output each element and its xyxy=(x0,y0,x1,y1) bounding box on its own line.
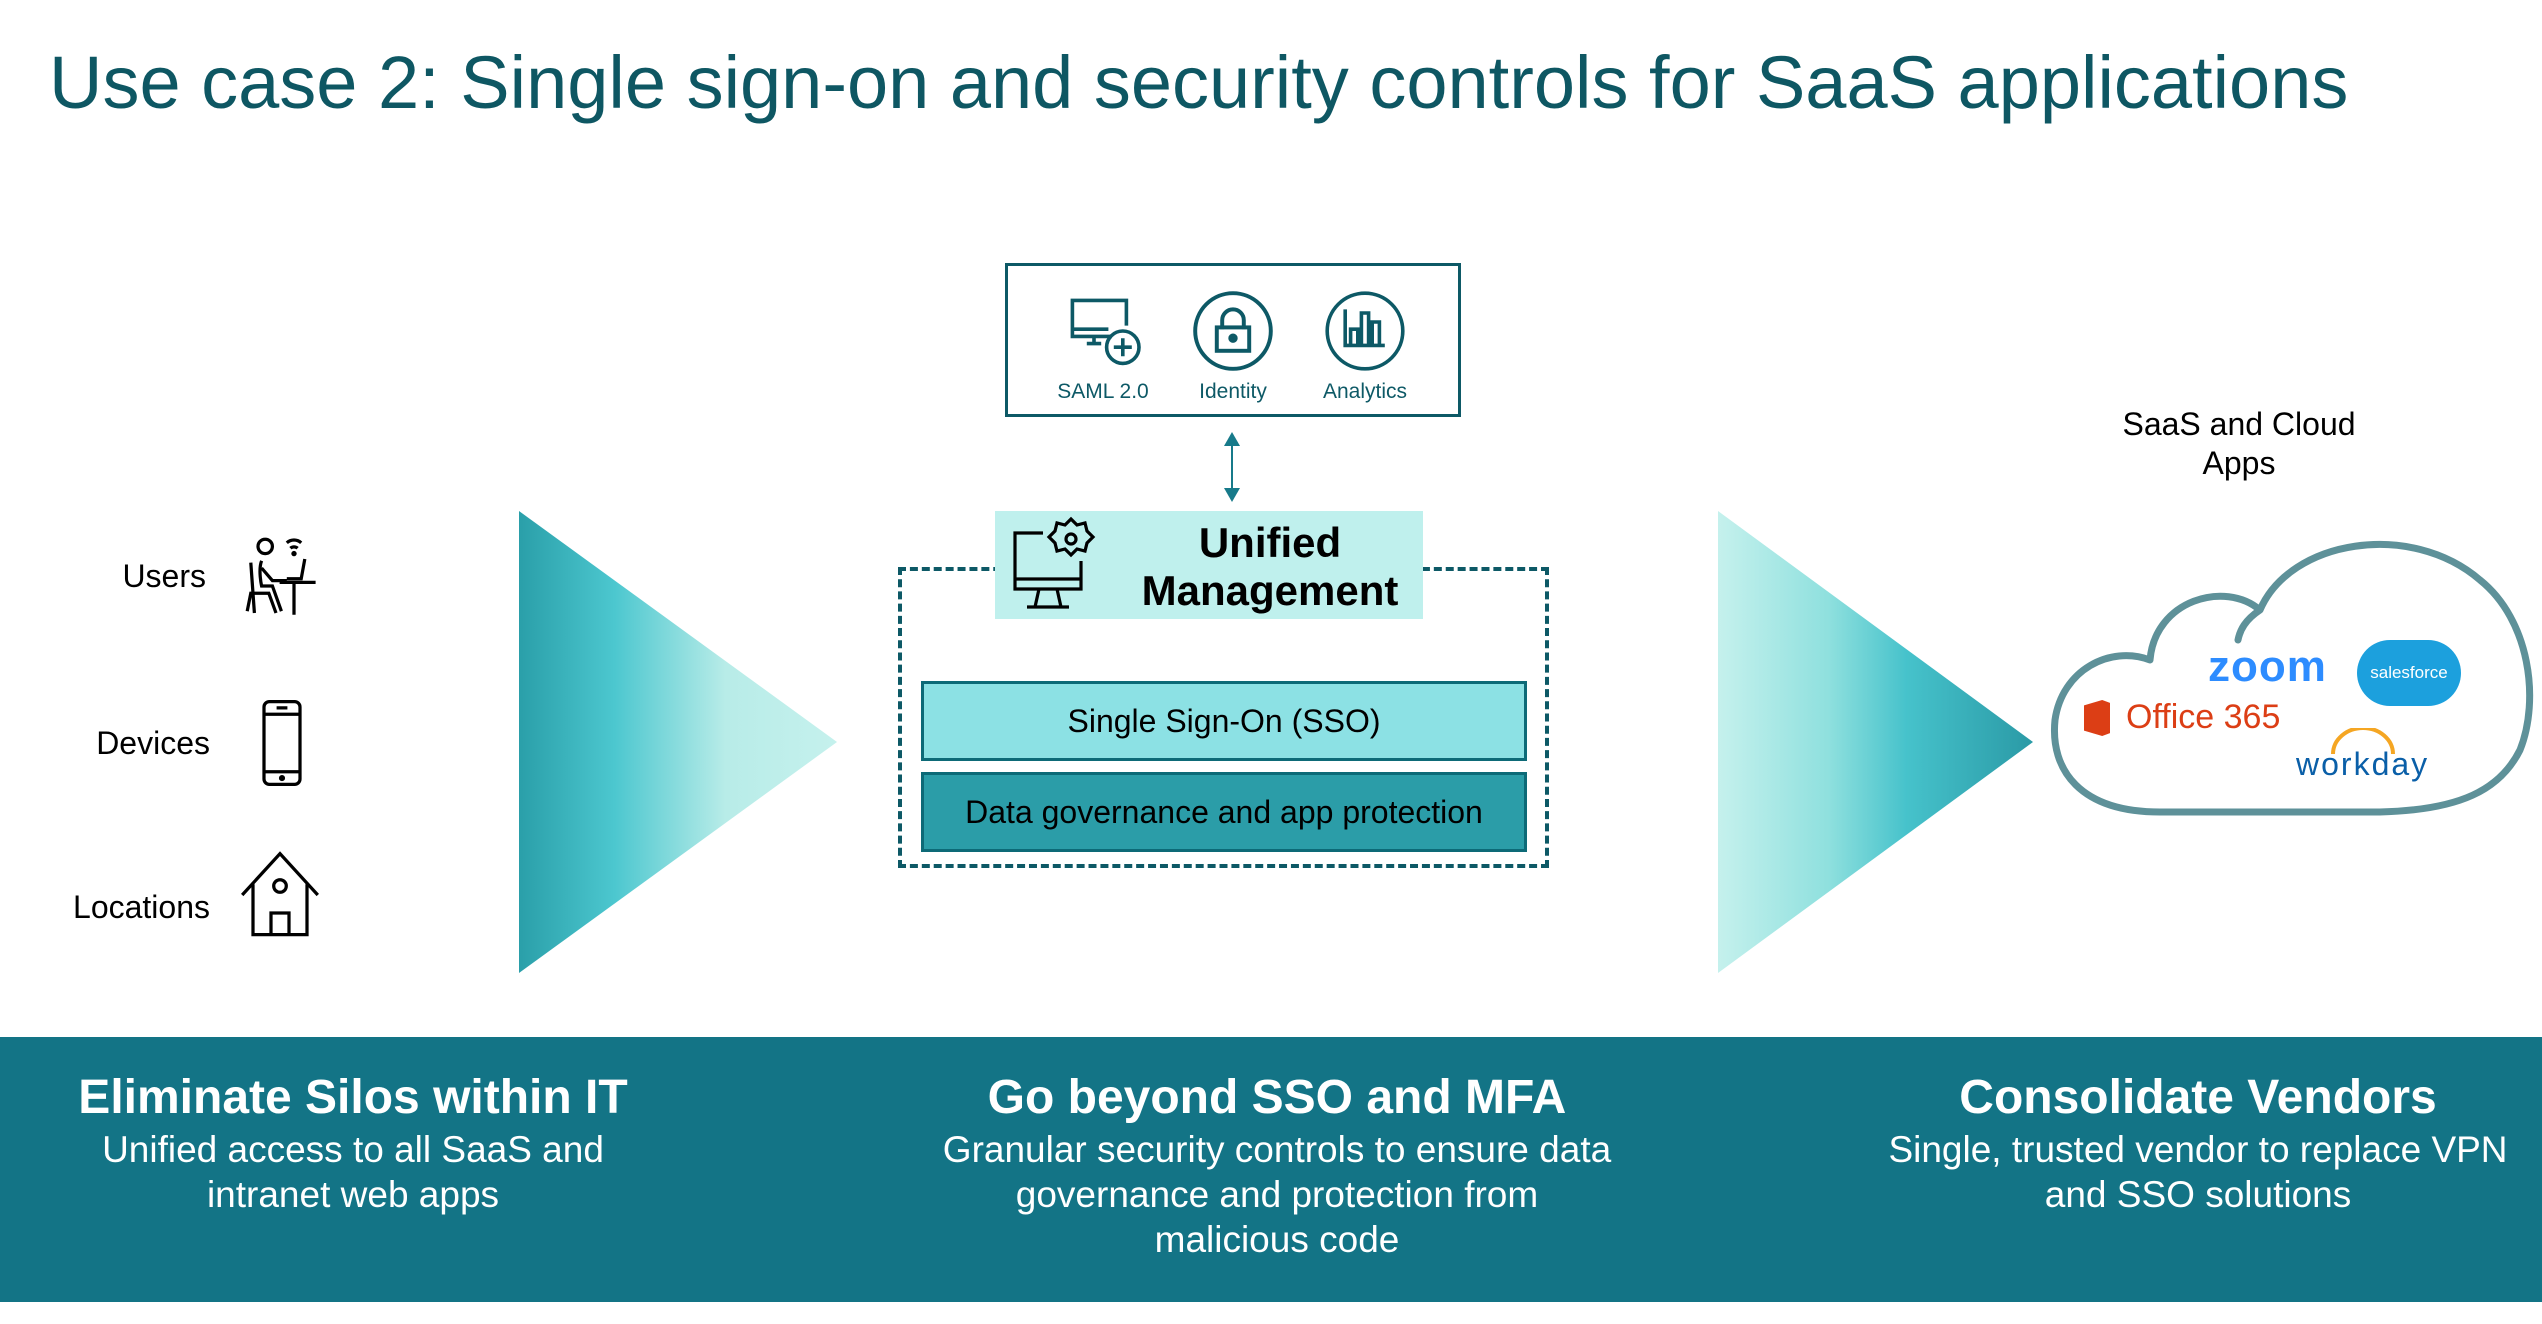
saas-label-line1: SaaS and Cloud xyxy=(2122,406,2356,442)
workday-logo: workday xyxy=(2296,746,2430,782)
saas-label-line2: Apps xyxy=(2202,445,2276,481)
benefit-body-line: governance and protection from xyxy=(1015,1174,1539,1215)
bar-chart-icon xyxy=(1325,291,1405,371)
unified-management-title-2: Management xyxy=(1141,567,1399,614)
benefits-band: Eliminate Silos within IT Unified access… xyxy=(0,1037,2542,1302)
benefit-body-line: Granular security controls to ensure dat… xyxy=(942,1129,1612,1170)
sso-layer: Single Sign-On (SSO) xyxy=(921,681,1527,761)
flow-arrow-right xyxy=(1718,511,2033,973)
office-icon xyxy=(2084,700,2110,736)
locations-label: Locations xyxy=(73,889,210,925)
lock-icon xyxy=(1193,291,1273,371)
data-governance-layer: Data governance and app protection xyxy=(921,772,1527,852)
page-title: Use case 2: Single sign-on and security … xyxy=(49,41,2349,124)
benefit-heading: Eliminate Silos within IT xyxy=(78,1071,628,1124)
capabilities-box: SAML 2.0 Identity Analytics xyxy=(1005,263,1461,417)
devices-label: Devices xyxy=(96,725,210,761)
benefit-body-line: intranet web apps xyxy=(206,1174,500,1215)
smartphone-icon xyxy=(262,699,302,787)
benefit-beyond-sso: Go beyond SSO and MFA Granular security … xyxy=(897,1069,1657,1262)
capability-label: Analytics xyxy=(1322,380,1408,403)
benefit-heading: Go beyond SSO and MFA xyxy=(987,1071,1567,1124)
capability-label: Identity xyxy=(1199,380,1267,403)
users-label: Users xyxy=(122,558,206,594)
office365-logo: Office 365 xyxy=(2126,698,2281,736)
benefit-heading: Consolidate Vendors xyxy=(1959,1071,2437,1124)
benefit-consolidate-vendors: Consolidate Vendors Single, trusted vend… xyxy=(1818,1069,2542,1217)
house-icon xyxy=(241,851,319,937)
monitor-gear-icon xyxy=(1013,516,1096,609)
capability-analytics: Analytics xyxy=(1295,286,1435,404)
benefit-body-line: and SSO solutions xyxy=(2044,1174,2352,1215)
salesforce-logo: salesforce xyxy=(2357,640,2461,706)
capability-identity: Identity xyxy=(1163,286,1303,404)
unified-management-header: Unified Management xyxy=(995,511,1423,619)
workday-arc-icon xyxy=(2331,728,2395,755)
bidirectional-arrow-icon xyxy=(1224,432,1240,502)
user-at-desk-icon xyxy=(245,537,316,615)
unified-management-title-1: Unified xyxy=(1198,519,1342,566)
saas-label: SaaS and Cloud Apps xyxy=(2100,405,2378,483)
capability-saml: SAML 2.0 xyxy=(1033,286,1173,404)
benefit-body-line: malicious code xyxy=(1154,1219,1400,1260)
cloud-icon xyxy=(2050,541,2534,816)
capability-label: SAML 2.0 xyxy=(1057,380,1149,403)
benefit-body-line: Unified access to all SaaS and xyxy=(102,1129,604,1170)
flow-arrow-left xyxy=(519,511,837,973)
monitor-plus-icon xyxy=(1070,298,1141,366)
zoom-logo: zoom xyxy=(2208,642,2327,691)
benefit-eliminate-silos: Eliminate Silos within IT Unified access… xyxy=(0,1069,733,1217)
benefit-body-line: Single, trusted vendor to replace VPN xyxy=(1888,1129,2508,1170)
